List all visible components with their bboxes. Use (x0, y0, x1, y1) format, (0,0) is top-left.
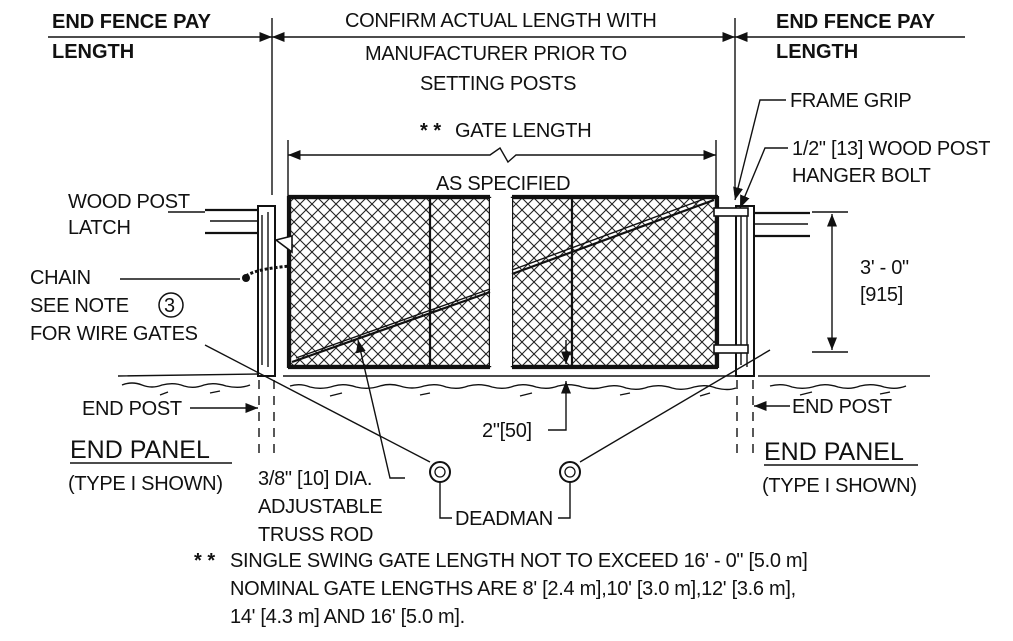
note-mark: * * (194, 550, 215, 572)
right-post (735, 205, 810, 460)
end-fence-pay-right-line1: END FENCE PAY (776, 11, 936, 33)
gate-length-dimension (287, 140, 717, 196)
truss-rod-leader (355, 339, 405, 479)
end-post-left-label: END POST (82, 398, 182, 420)
type-right-label: (TYPE I SHOWN) (762, 475, 917, 497)
see-note-label: SEE NOTE (30, 295, 129, 317)
deadman-right (558, 461, 581, 519)
deadman-label: DEADMAN (455, 508, 553, 530)
end-post-right-label: END POST (792, 396, 892, 418)
end-fence-pay-left-line2: LENGTH (52, 41, 134, 63)
frame-grip-leader (733, 99, 786, 201)
hanger-bolt-line2: HANGER BOLT (792, 165, 931, 187)
hanger-bolt-leader (739, 147, 788, 209)
ground (117, 373, 930, 397)
note-line1: SINGLE SWING GATE LENGTH NOT TO EXCEED 1… (230, 550, 808, 572)
wood-post-latch-line1: WOOD POST (68, 191, 190, 213)
deadman-left (429, 461, 452, 519)
left-post (205, 205, 276, 460)
gate-length-mark: * * (420, 120, 441, 142)
end-panel-right-title: END PANEL (764, 438, 904, 466)
gate (242, 194, 749, 370)
as-specified-label: AS SPECIFIED (436, 173, 570, 195)
height-dimension (812, 211, 848, 353)
end-fence-pay-left-line1: END FENCE PAY (52, 11, 212, 33)
type-left-label: (TYPE I SHOWN) (68, 473, 223, 495)
chain-label: CHAIN (30, 267, 91, 289)
confirm-line1: CONFIRM ACTUAL LENGTH WITH (345, 10, 656, 32)
truss-rod-line2: ADJUSTABLE (258, 496, 382, 518)
end-fence-pay-right-line2: LENGTH (776, 41, 858, 63)
note-line2: NOMINAL GATE LENGTHS ARE 8' [2.4 m],10' … (230, 578, 796, 600)
note-number-circle (158, 292, 184, 318)
frame-grip-label: FRAME GRIP (790, 90, 911, 112)
height-mm-label: [915] (860, 284, 903, 306)
note-number: 3 (164, 295, 175, 317)
height-ft-label: 3' - 0" (860, 257, 909, 279)
clearance-label: 2"[50] (482, 420, 532, 442)
deadman-leader-left (204, 344, 431, 463)
hanger-bolt-line1: 1/2" [13] WOOD POST (792, 138, 990, 160)
end-panel-left-title: END PANEL (70, 436, 210, 464)
truss-rod-line1: 3/8" [10] DIA. (258, 468, 372, 490)
truss-rod-line3: TRUSS ROD (258, 524, 373, 546)
confirm-line3: SETTING POSTS (420, 73, 576, 95)
pay-length-dimensions (48, 18, 965, 195)
for-wire-gates-label: FOR WIRE GATES (30, 323, 198, 345)
gate-length-label: GATE LENGTH (455, 120, 591, 142)
wood-post-latch-line2: LATCH (68, 217, 131, 239)
confirm-line2: MANUFACTURER PRIOR TO (365, 43, 627, 65)
deadman-leader-right (579, 349, 771, 463)
note-line3: 14' [4.3 m] AND 16' [5.0 m]. (230, 606, 465, 628)
